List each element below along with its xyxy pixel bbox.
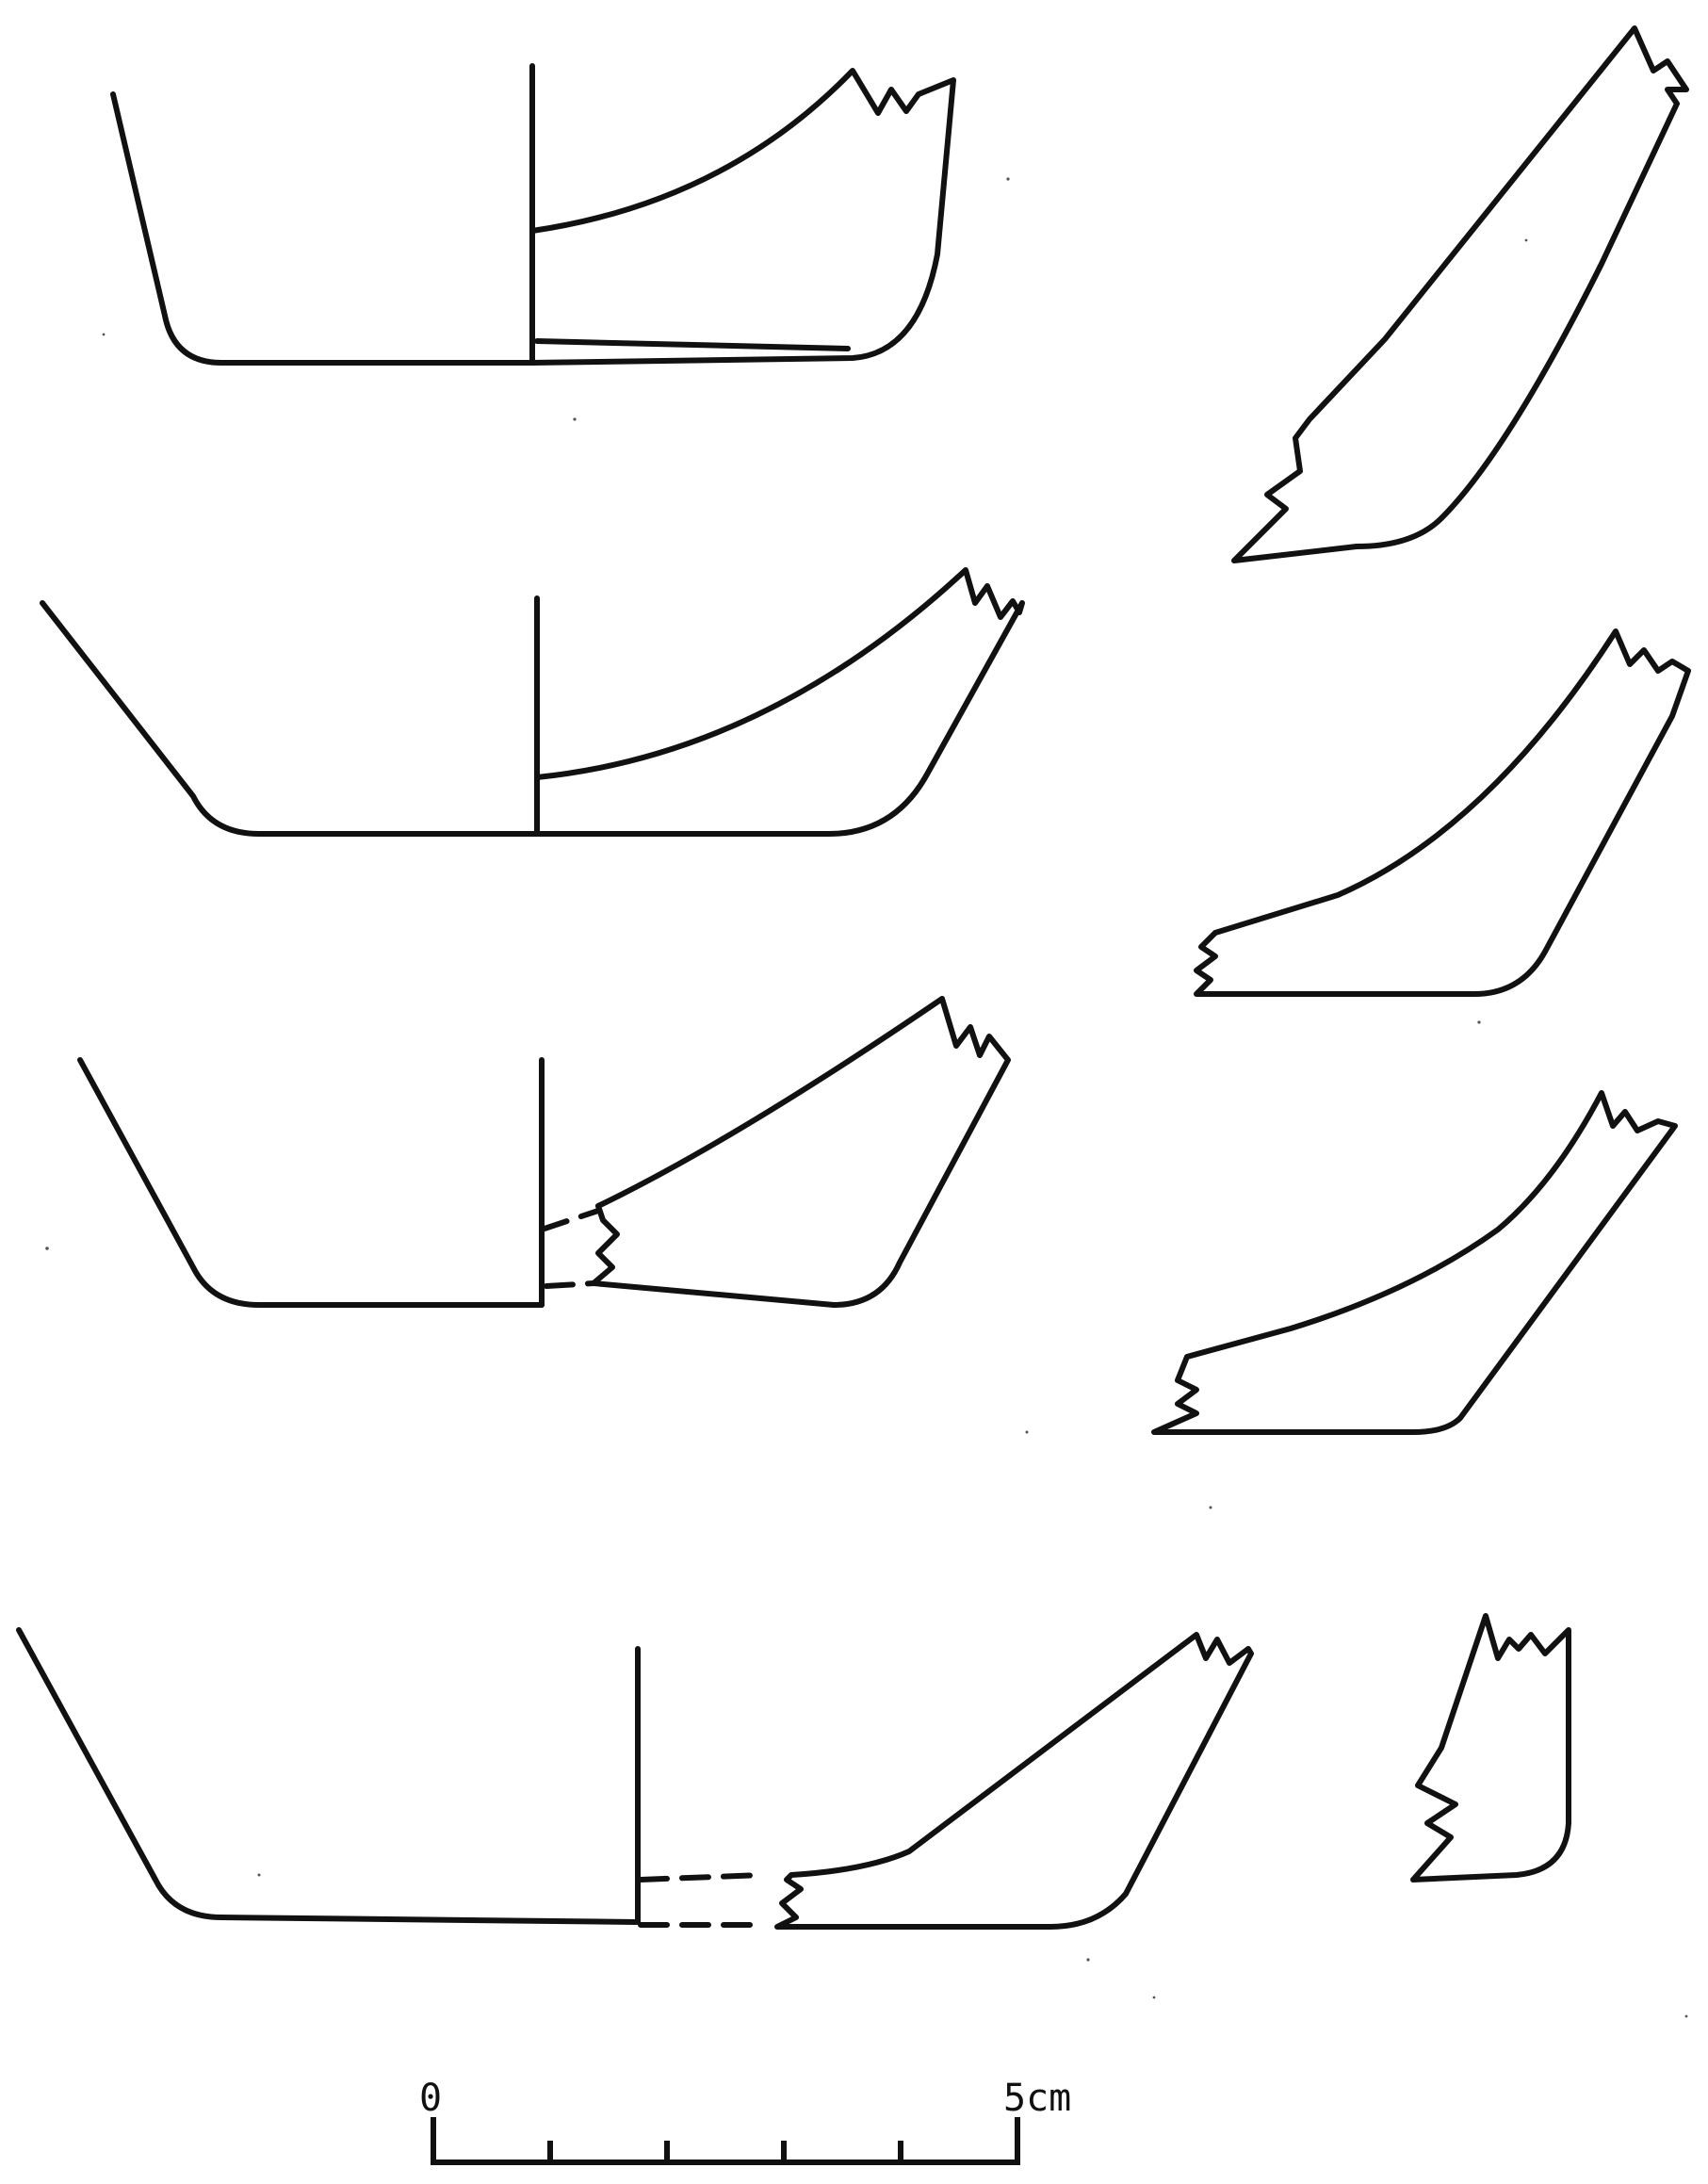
speck <box>1684 2014 1688 2018</box>
fragment-2-outline <box>1194 628 1691 997</box>
vessel-4-section <box>774 1632 1254 1930</box>
speck <box>573 417 577 421</box>
vessel-3-outline-left <box>77 1057 545 1308</box>
vessel-4-reconstruction-upper <box>638 1872 766 1882</box>
speck <box>1006 177 1010 181</box>
scale-bar-line <box>431 2117 1020 2165</box>
vessel-3-reconstruction-upper <box>539 1208 601 1232</box>
vessel-profile-1 <box>110 63 956 366</box>
speck <box>1152 1996 1156 1999</box>
fragment-profile-3 <box>1151 1090 1678 1435</box>
scale-end-label: 5cm <box>1003 2077 1071 2120</box>
vessel-2-outline-left <box>40 600 540 837</box>
scale-start-label: 0 <box>419 2077 442 2120</box>
speck <box>257 1873 261 1877</box>
vessel-profile-4 <box>16 1627 1254 1930</box>
speck <box>1209 1506 1212 1509</box>
vessel-1-outline-left <box>110 91 535 366</box>
speck <box>1524 238 1528 242</box>
vessel-3-section <box>591 996 1011 1308</box>
speck <box>1477 1020 1481 1024</box>
vessel-profile-2 <box>40 567 1025 837</box>
speck <box>45 1247 49 1250</box>
vessel-profile-3 <box>77 996 1011 1308</box>
speck <box>1025 1430 1029 1434</box>
fragment-1-outline <box>1231 25 1689 563</box>
vessel-1-section-base <box>534 338 851 351</box>
fragment-4-outline <box>1410 1613 1571 1882</box>
scan-specks <box>45 177 1688 2018</box>
speck <box>1086 1958 1090 1962</box>
vessel-2-section <box>534 567 1025 837</box>
speck <box>102 333 106 336</box>
fragment-profile-4 <box>1410 1613 1571 1882</box>
fragment-profile-1 <box>1231 25 1689 563</box>
fragment-3-outline <box>1151 1090 1678 1435</box>
vessel-3-reconstruction-lower <box>544 1280 596 1289</box>
vessel-4-outline-left <box>16 1627 639 1925</box>
vessel-1-section <box>529 68 956 366</box>
scale-bar: 0 5cm <box>419 2077 1071 2165</box>
fragment-profile-2 <box>1194 628 1691 997</box>
